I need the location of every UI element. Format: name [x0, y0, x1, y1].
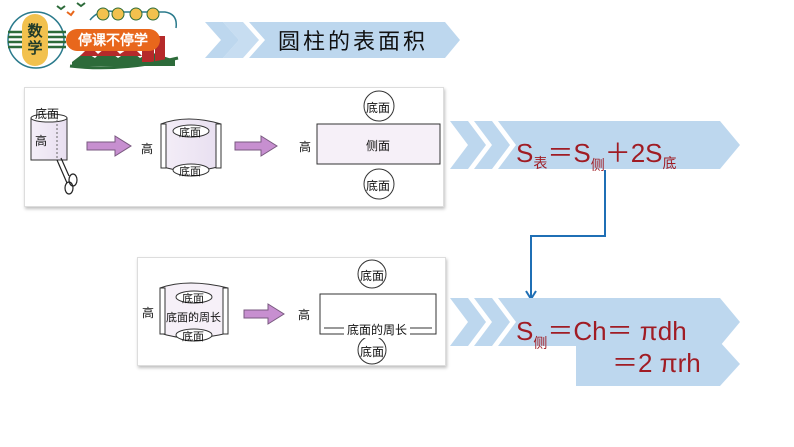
lateral-area-diagram: 高 底面 底面的周长 底面 高 底面 底面的周长 底面 [137, 257, 446, 366]
formula-banner-surface [450, 121, 740, 169]
cylinder-unfold-drawing [30, 90, 441, 200]
label-lateral-face: 侧面 [366, 139, 391, 153]
label-height: 高 [299, 140, 312, 154]
label-height: 高 [35, 134, 48, 148]
label-base: 底面 [179, 165, 201, 178]
title-banner [205, 22, 460, 58]
chevron-icon [205, 22, 239, 58]
formula-term: ＝Ch＝ πdh [547, 316, 687, 346]
connector-arrow [525, 170, 606, 301]
arrow-icon [86, 135, 132, 157]
formula-symbol: S [516, 316, 534, 346]
formula-symbol: S [516, 138, 534, 168]
chevron-icon [223, 22, 259, 58]
chevron-icon [474, 298, 510, 346]
formula-operator: ＝ [547, 138, 574, 168]
label-height: 高 [298, 308, 311, 322]
logo-subject-badge: 数 学 [22, 14, 48, 66]
label-base: 底面 [35, 107, 60, 121]
page-title: 圆柱的表面积 [278, 30, 429, 55]
cylinder-unfold-diagram: 底面 高 高 底面 底面 高 底面 侧面 底面 [24, 87, 444, 207]
logo: 数 学 停课不停学 [0, 0, 200, 75]
logo-decoration [7, 2, 179, 70]
formula-subscript: 侧 [590, 158, 605, 174]
formula-subscript: 侧 [533, 336, 548, 352]
formula-surface-area: S表＝S侧＋2S底 [516, 133, 677, 175]
logo-subject-char: 数 [27, 22, 43, 40]
label-base: 底面 [366, 179, 391, 193]
label-base: 底面 [179, 126, 201, 139]
label-base-circumference: 底面的周长 [344, 321, 411, 338]
arrow-icon [243, 303, 285, 325]
formula-symbol: S [573, 138, 591, 168]
chevron-icon [450, 121, 486, 169]
label-base: 底面 [360, 345, 385, 359]
label-base: 底面 [182, 330, 204, 343]
label-base-circumference: 底面的周长 [166, 309, 221, 325]
arrow-icon [234, 135, 278, 157]
label-base: 底面 [360, 269, 385, 283]
title-banner-shape [249, 22, 460, 58]
formula-subscript: 底 [662, 156, 677, 172]
scissors-icon [56, 157, 78, 195]
formula-lateral-area-radius: ＝2 πrh [612, 348, 701, 378]
logo-subject-char: 学 [27, 39, 43, 57]
formula-banner-lateral [450, 298, 740, 386]
chevron-icon [474, 121, 510, 169]
formula-lateral-area: S侧＝Ch＝ πdh [516, 311, 687, 353]
label-base: 底面 [182, 292, 204, 305]
logo-banner: 停课不停学 [66, 29, 160, 51]
label-height: 高 [142, 306, 155, 320]
label-base: 底面 [366, 101, 391, 115]
formula-term: ＋2S [604, 138, 663, 168]
chevron-icon [450, 298, 486, 346]
label-height: 高 [141, 142, 154, 156]
formula-subscript: 表 [533, 156, 548, 172]
